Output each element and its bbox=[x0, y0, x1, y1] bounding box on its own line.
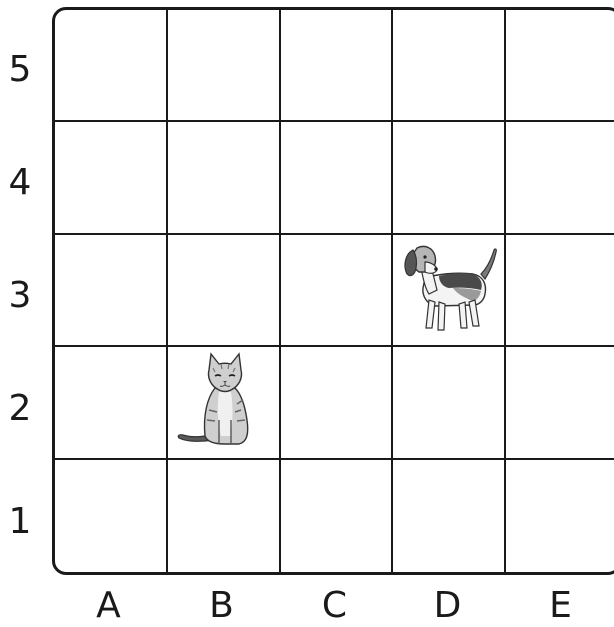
cell-B2[interactable] bbox=[168, 347, 281, 459]
column-label-C: C bbox=[278, 583, 391, 627]
cell-C5[interactable] bbox=[281, 10, 394, 122]
cell-D1[interactable] bbox=[393, 460, 506, 572]
cell-B5[interactable] bbox=[168, 10, 281, 122]
cell-E1[interactable] bbox=[506, 460, 614, 572]
cell-D4[interactable] bbox=[393, 122, 506, 234]
cat-icon bbox=[175, 350, 267, 454]
cell-E3[interactable] bbox=[506, 235, 614, 347]
cell-A1[interactable] bbox=[55, 460, 168, 572]
column-label-E: E bbox=[504, 583, 614, 627]
row-label-1: 1 bbox=[0, 465, 40, 578]
cell-E2[interactable] bbox=[506, 347, 614, 459]
grid-board bbox=[52, 7, 614, 575]
cell-B3[interactable] bbox=[168, 235, 281, 347]
cell-E4[interactable] bbox=[506, 122, 614, 234]
cell-A5[interactable] bbox=[55, 10, 168, 122]
cell-E5[interactable] bbox=[506, 10, 614, 122]
cell-D5[interactable] bbox=[393, 10, 506, 122]
dog-icon bbox=[395, 238, 503, 342]
cell-D3[interactable] bbox=[393, 235, 506, 347]
cell-A4[interactable] bbox=[55, 122, 168, 234]
cell-B1[interactable] bbox=[168, 460, 281, 572]
row-label-5: 5 bbox=[0, 13, 40, 126]
row-label-3: 3 bbox=[0, 239, 40, 352]
column-label-D: D bbox=[391, 583, 504, 627]
cell-C2[interactable] bbox=[281, 347, 394, 459]
cell-B4[interactable] bbox=[168, 122, 281, 234]
cell-C4[interactable] bbox=[281, 122, 394, 234]
row-label-2: 2 bbox=[0, 352, 40, 465]
row-label-4: 4 bbox=[0, 126, 40, 239]
cell-A2[interactable] bbox=[55, 347, 168, 459]
column-label-B: B bbox=[165, 583, 278, 627]
cell-C3[interactable] bbox=[281, 235, 394, 347]
cell-D2[interactable] bbox=[393, 347, 506, 459]
column-label-A: A bbox=[52, 583, 165, 627]
cell-C1[interactable] bbox=[281, 460, 394, 572]
cell-A3[interactable] bbox=[55, 235, 168, 347]
